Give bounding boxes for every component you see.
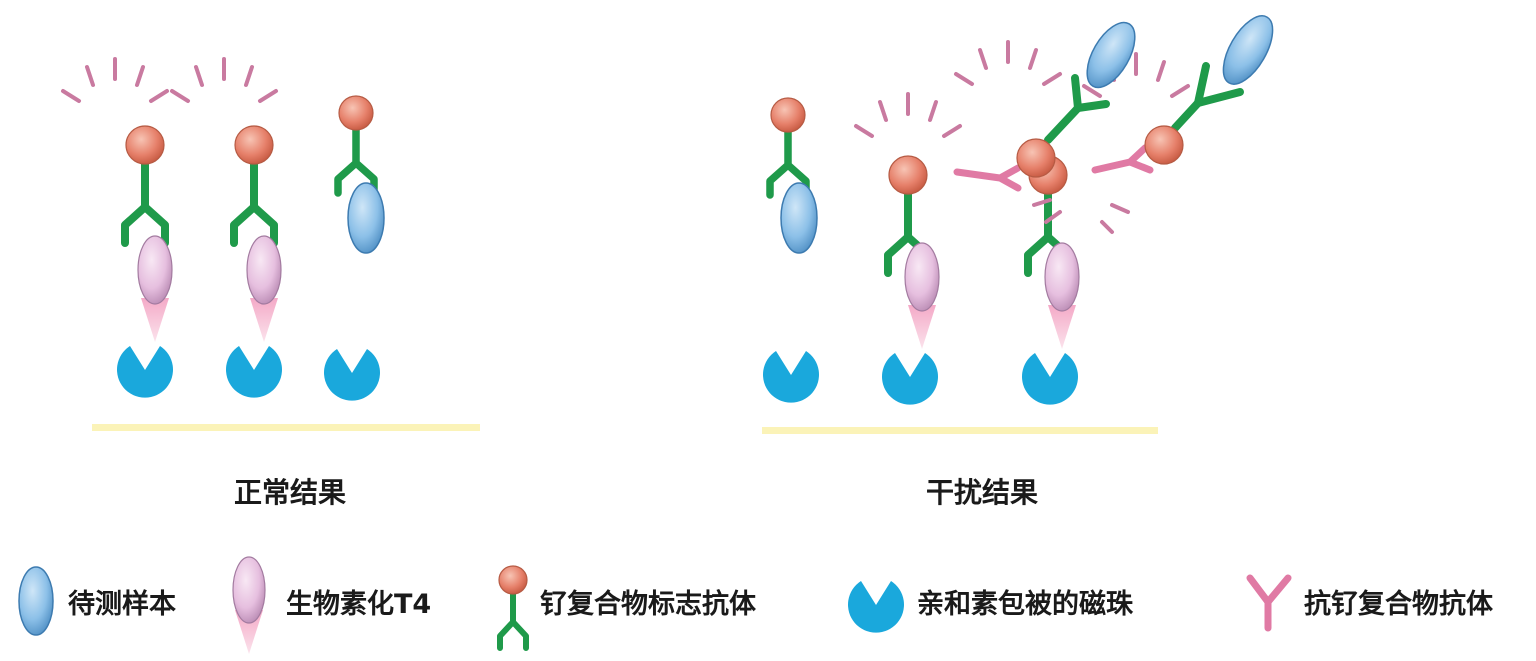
legend-label-bead: 亲和素包被的磁珠 [917, 588, 1134, 620]
normal-result-panel: 正常结果 [61, 57, 480, 509]
normal-surface [92, 424, 480, 431]
anti-ru-crosslinks [953, 144, 1154, 192]
legend-item-bead: 亲和素包被的磁珠 [848, 581, 1134, 633]
legend-item-anti-ru: 抗钌复合物抗体 [1246, 574, 1494, 632]
legend-label-sample: 待测样本 [68, 588, 176, 620]
ru-labeled-antibody-icon [497, 565, 529, 651]
upper-sample-2 [1222, 15, 1274, 85]
legend-label-ru-antibody: 钌复合物标志抗体 [540, 588, 757, 620]
legend-label-biotin-t4: 生物素化T4 [286, 589, 431, 620]
sample-ellipse-icon [18, 566, 54, 636]
normal-result-caption: 正常结果 [234, 476, 346, 509]
upper-sample-1 [1086, 21, 1136, 89]
anti-ru-antibody-icon [1246, 574, 1292, 632]
interference-complex-3 [1022, 156, 1080, 405]
normal-complex-2 [170, 57, 282, 398]
biotin-t4-icon [232, 556, 266, 654]
upper-ru-ball-1 [1016, 104, 1082, 178]
upper-ru-ball-2 [1144, 99, 1202, 165]
legend-item-biotin-t4: 生物素化T4 [232, 556, 431, 654]
legend-item-sample: 待测样本 [18, 566, 176, 636]
interference-result-panel: 干扰结果 [762, 15, 1274, 509]
legend-label-anti-ru: 抗钌复合物抗体 [1304, 588, 1494, 620]
interference-surface [762, 427, 1158, 434]
normal-complex-3 [324, 96, 385, 401]
lower-signal-rays [1032, 198, 1130, 234]
legend: 待测样本 生物素化T4 钌复合物标志抗体 亲和素包被的磁珠 抗钌复合物抗体 [18, 556, 1494, 654]
legend-item-ru-antibody: 钌复合物标志抗体 [497, 565, 757, 651]
interference-complex-2 [854, 92, 962, 405]
normal-complex-1 [61, 57, 173, 398]
interference-complex-1 [763, 98, 819, 403]
upper-antibodies [1071, 62, 1244, 112]
interference-result-caption: 干扰结果 [926, 476, 1038, 509]
streptavidin-bead-icon [848, 581, 905, 633]
